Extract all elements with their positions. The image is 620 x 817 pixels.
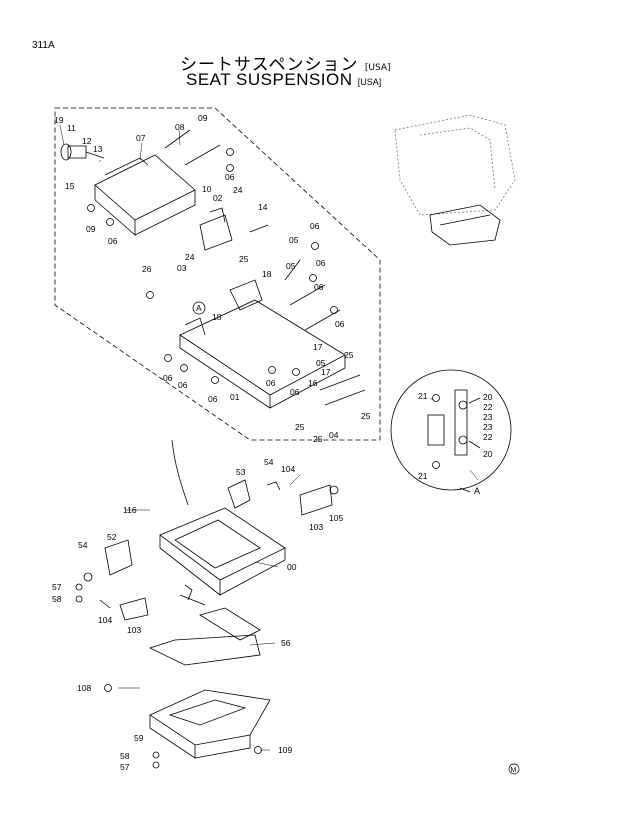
part-label: 06 [208,394,218,404]
part-label: 54 [78,540,88,550]
detail-a-circle [390,369,512,491]
part-label: 00 [287,562,297,572]
part-label: 25 [295,422,305,432]
part-label: 104 [98,615,112,625]
title-japanese-text: シートサスペンション [180,55,359,75]
part-label: 109 [278,745,292,755]
part-label: 06 [163,373,173,383]
page-code: 311A [32,40,55,51]
part-label: 06 [108,236,118,246]
adjust-knob [60,143,105,161]
part-label: 116 [123,505,137,515]
part-label: 105 [329,513,343,523]
part-label: 10 [202,184,212,194]
seat-outline [394,114,516,216]
part-label: 09 [86,224,96,234]
part-label: 18 [212,312,222,322]
part-label: 05 [286,261,296,271]
part-label: 15 [65,181,75,191]
part-label: 03 [177,263,187,273]
part-label: 25 [361,411,371,421]
part-label: 01 [230,392,240,402]
part-label: 23 [483,412,493,422]
callout-a-label: A [474,486,480,496]
part-label: 06 [310,221,320,231]
part-label: 20 [483,449,493,459]
part-label: 103 [127,625,141,635]
part-label: 06 [335,319,345,329]
part-label: 25 [313,434,323,444]
washers [87,148,338,384]
part-label: 11 [67,123,76,133]
part-label: 06 [178,380,188,390]
part-label: 06 [316,258,326,268]
part-label: 103 [309,522,323,532]
part-label: 08 [175,122,185,132]
m-mark-circle [508,763,520,775]
part-label: 57 [120,762,130,772]
part-label-group: 19 11 12 13 15 07 08 09 10 06 09 06 02 2… [52,113,493,772]
part-label: 12 [82,136,92,146]
title-english-text: SEAT SUSPENSION [186,70,353,89]
part-label: 104 [281,464,295,474]
part-label: 24 [185,252,195,262]
part-label: 05 [289,235,299,245]
lower-frame [179,259,366,409]
upper-frame [94,129,269,251]
part-label: 24 [233,185,243,195]
part-label: 06 [290,387,300,397]
part-label: 58 [120,751,130,761]
part-label: 06 [225,172,235,182]
part-label: 58 [52,594,62,604]
part-label: 25 [239,254,249,264]
seat-base-location [429,204,501,246]
part-label: 56 [281,638,291,648]
part-label: 18 [262,269,272,279]
part-label: 20 [483,392,493,402]
part-label: 108 [77,683,91,693]
part-label: 14 [258,202,268,212]
detail-a-parts [427,389,481,493]
part-label: 22 [483,432,493,442]
part-label: 53 [236,467,246,477]
callout-a-circle [192,301,206,315]
leader-lines [59,124,479,751]
part-label: 22 [483,402,493,412]
part-label: 23 [483,422,493,432]
title-japanese: シートサスペンション [USA] [180,50,391,75]
part-label: 07 [136,133,146,143]
part-label: 52 [107,532,117,542]
part-label: 21 [418,471,428,481]
part-label: 09 [198,113,208,123]
part-label: 19 [54,115,64,125]
part-label: 16 [308,378,318,388]
part-label: 54 [264,457,274,467]
part-label: 13 [93,144,103,154]
part-label: 17 [321,367,331,377]
part-label: 06 [266,378,276,388]
region-tag: [USA] [364,63,391,73]
seat-rails [148,584,261,666]
part-label: 06 [314,282,324,292]
part-label: 59 [134,733,144,743]
suspension-frame [75,479,339,621]
upper-assembly-boundary [54,107,381,441]
part-label: A [196,303,202,313]
part-label: 05 [316,358,326,368]
part-label: 17 [313,342,323,352]
region-tag-2: [USA] [357,77,382,87]
m-mark: M [511,767,517,774]
part-label: 57 [52,582,62,592]
part-label: 21 [418,391,428,401]
leader-curve [171,439,189,506]
part-label: 26 [142,264,152,274]
part-label: 02 [213,193,223,203]
part-label: 25 [344,350,354,360]
title-english: SEAT SUSPENSION [USA] [186,70,381,90]
part-label: 04 [329,430,339,440]
